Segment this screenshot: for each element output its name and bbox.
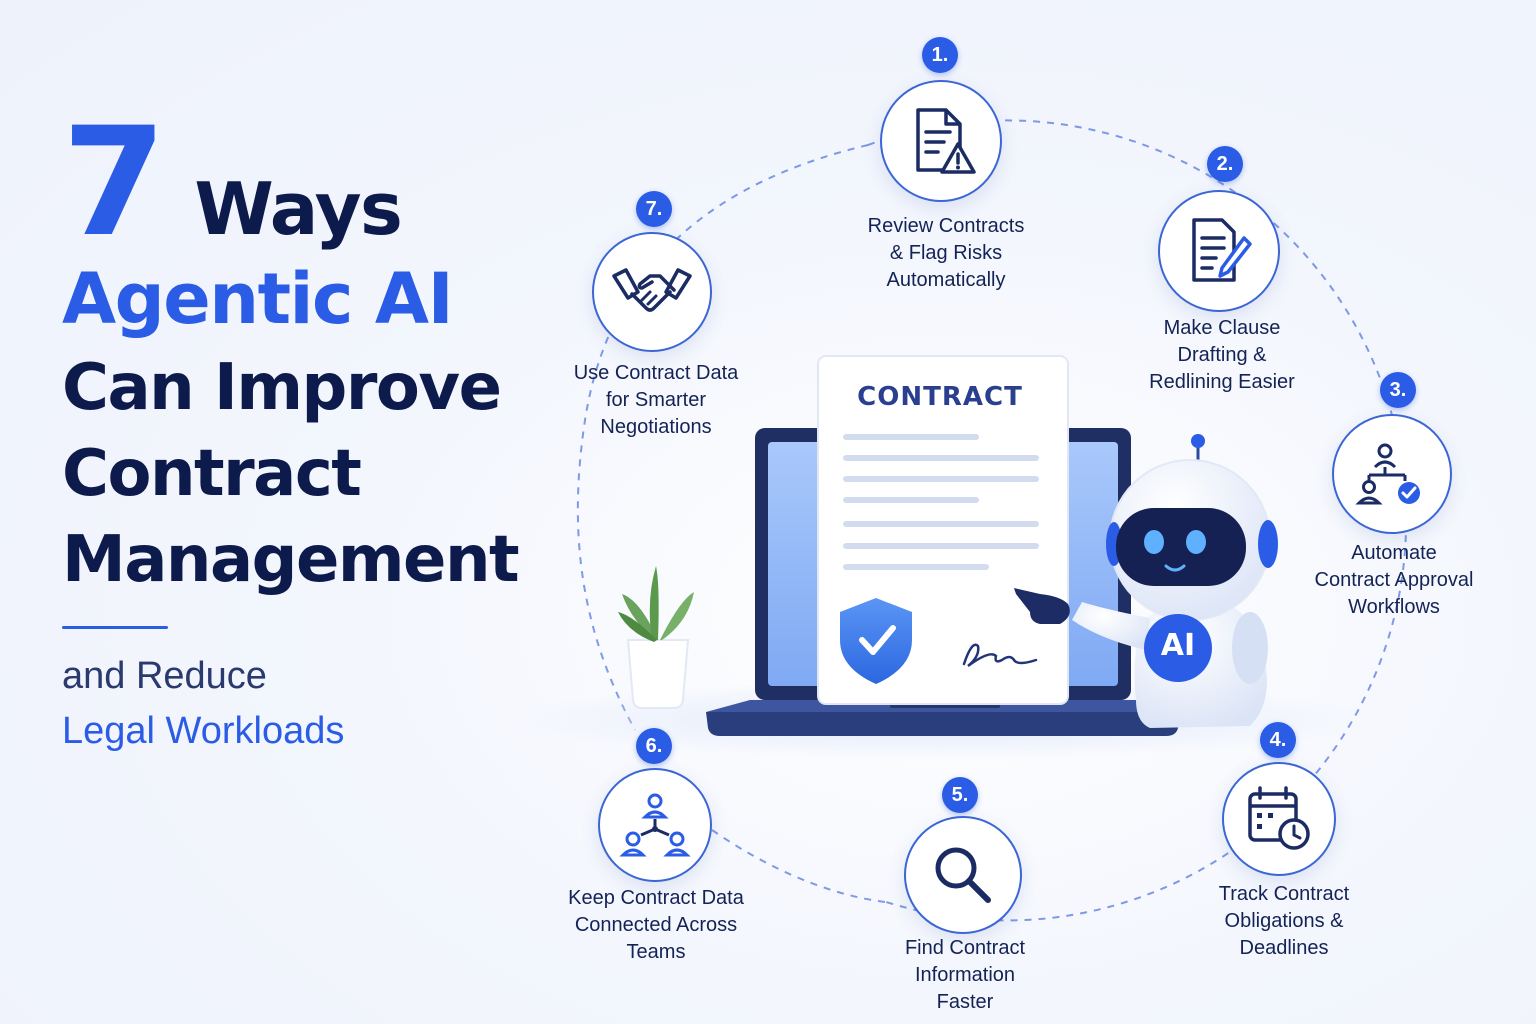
handshake-icon xyxy=(612,268,692,312)
step-7-label-line: Negotiations xyxy=(600,416,712,438)
approval-workflow-icon xyxy=(1355,443,1420,505)
headline-can-improve: Can Improve xyxy=(62,351,502,425)
step-5-label: Find Contract Information Faster xyxy=(865,935,1065,1016)
step-6-circle xyxy=(598,768,712,882)
orbit-path-bottom xyxy=(711,829,886,903)
document-warning-icon xyxy=(916,108,976,174)
headline-line-1: 7 Ways xyxy=(62,108,562,258)
step-1-label-line: Automatically xyxy=(886,269,1006,291)
step-6-label: Keep Contract Data Connected Across Team… xyxy=(556,885,756,966)
document-pen-icon xyxy=(1192,218,1252,282)
step-2-label-line: Make Clause xyxy=(1163,317,1281,339)
step-4-label-line: Track Contract xyxy=(1218,883,1350,905)
step-2-label-line: Redlining Easier xyxy=(1149,371,1295,393)
headline-contract: Contract xyxy=(62,437,362,511)
step-7-label: Use Contract Data for Smarter Negotiatio… xyxy=(556,360,756,441)
robot-illustration xyxy=(1014,434,1278,728)
step-5-label-line: Faster xyxy=(936,991,994,1013)
step-1-circle xyxy=(880,80,1002,202)
step-7-label-line: for Smarter xyxy=(605,389,707,411)
step-1-label: Review Contracts & Flag Risks Automatica… xyxy=(846,213,1046,294)
headline-ways: Ways xyxy=(194,167,403,251)
step-3-number: 3. xyxy=(1380,372,1416,408)
step-4-label-line: Obligations & xyxy=(1224,910,1344,932)
step-7-circle xyxy=(592,232,712,352)
plant-illustration xyxy=(618,566,694,709)
headline-divider xyxy=(62,626,168,629)
team-network-icon xyxy=(619,793,691,857)
subtitle-legal-workloads: Legal Workloads xyxy=(62,710,345,752)
headline-management: Management xyxy=(62,523,520,597)
step-7-number: 7. xyxy=(636,191,672,227)
step-6-label-line: Connected Across xyxy=(574,914,738,936)
contract-document-title: CONTRACT xyxy=(857,382,1023,412)
step-2-label: Make Clause Drafting & Redlining Easier xyxy=(1122,315,1322,396)
step-2-circle xyxy=(1158,190,1280,312)
step-2-number: 2. xyxy=(1207,146,1243,182)
document-text-lines xyxy=(843,434,1039,570)
robot-pointing-hand xyxy=(1014,588,1070,624)
step-3-label: Automate Contract Approval Workflows xyxy=(1294,540,1494,621)
step-5-number: 5. xyxy=(942,777,978,813)
step-4-number: 4. xyxy=(1260,722,1296,758)
step-4-label: Track Contract Obligations & Deadlines xyxy=(1184,881,1384,962)
subtitle-and-reduce: and Reduce xyxy=(62,655,267,697)
step-2-label-line: Drafting & xyxy=(1177,344,1267,366)
calendar-clock-icon xyxy=(1248,786,1310,850)
step-1-label-line: Review Contracts xyxy=(867,215,1025,237)
step-6-number: 6. xyxy=(636,728,672,764)
step-3-label-line: Automate xyxy=(1351,542,1437,564)
step-5-label-line: Find Contract xyxy=(904,937,1026,959)
contract-document xyxy=(817,355,1069,705)
robot-ai-badge xyxy=(1144,614,1212,682)
step-7-label-line: Use Contract Data xyxy=(573,362,739,384)
step-5-label-line: Information xyxy=(914,964,1016,986)
step-6-label-line: Teams xyxy=(626,941,686,963)
signature-scribble xyxy=(962,643,1038,668)
step-3-circle xyxy=(1332,414,1452,534)
magnifier-icon xyxy=(935,847,991,903)
robot-ai-badge-label: AI xyxy=(1160,628,1196,663)
step-1-number: 1. xyxy=(922,37,958,73)
step-1-label-line: & Flag Risks xyxy=(889,242,1003,264)
step-6-label-line: Keep Contract Data xyxy=(568,887,744,909)
step-5-circle xyxy=(904,816,1022,934)
step-3-label-line: Contract Approval xyxy=(1314,569,1474,591)
shield-check-icon xyxy=(840,598,912,684)
step-4-label-line: Deadlines xyxy=(1239,937,1329,959)
headline: 7 Ways Agentic AI Can Improve Contract M… xyxy=(62,108,562,753)
headline-agentic-ai: Agentic AI xyxy=(62,258,454,340)
orbit-path-left xyxy=(576,144,869,731)
step-4-circle xyxy=(1222,762,1336,876)
headline-number: 7 xyxy=(62,96,166,270)
step-3-label-line: Workflows xyxy=(1348,596,1440,618)
